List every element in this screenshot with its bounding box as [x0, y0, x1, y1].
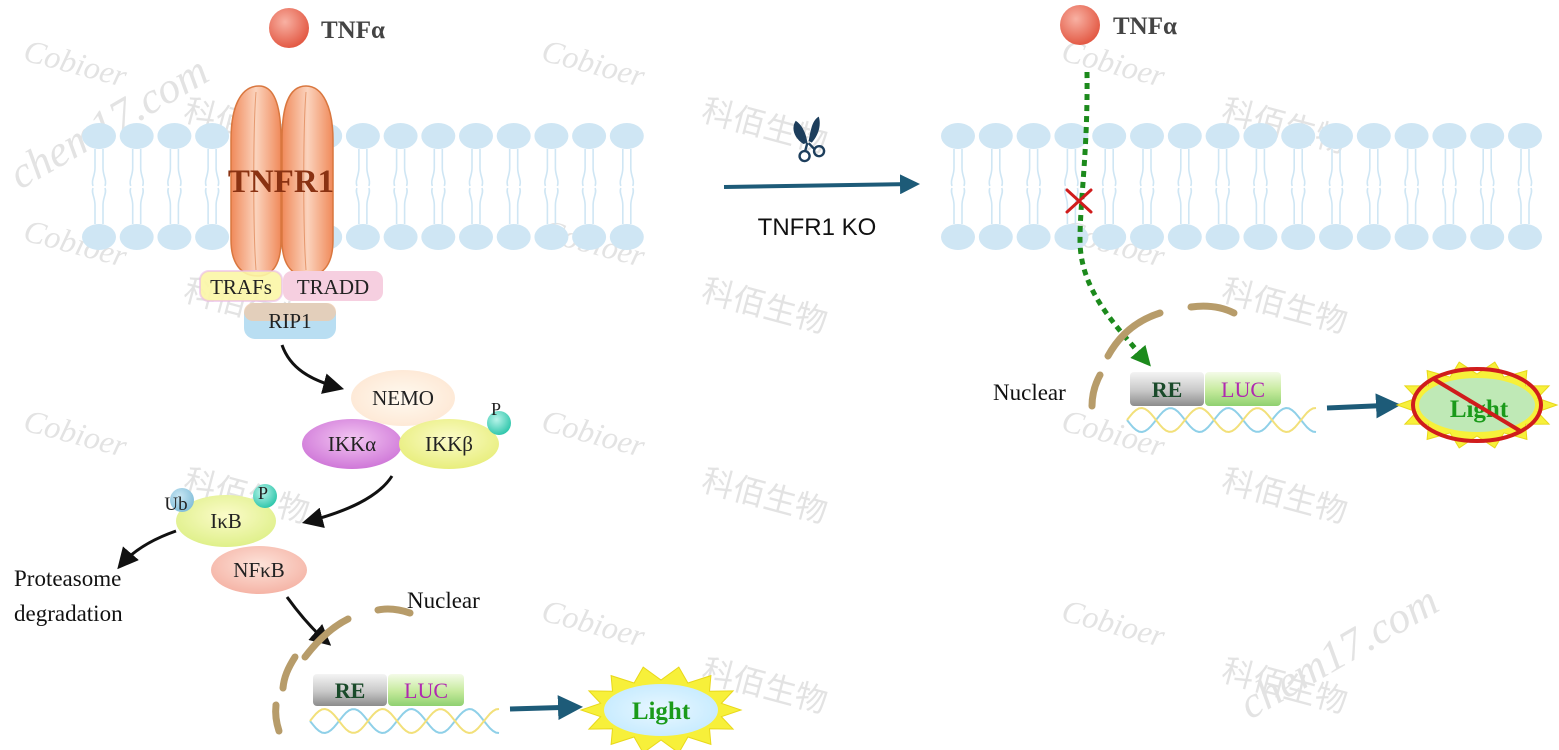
ikk-complex: NEMO IKKα IKKβ P [302, 370, 511, 469]
light-label-left: Light [632, 698, 691, 725]
nuclear-envelope-right [1088, 302, 1238, 410]
proteasome-label-line1: Proteasome [14, 566, 121, 591]
watermark-brand: Cobioer [20, 402, 131, 464]
phospho-ikb-icon [253, 484, 277, 508]
arrow-to-light-left [509, 695, 583, 721]
ko-transition-label: TNFR1 KO [758, 214, 877, 241]
ikb-label: IκB [210, 509, 242, 533]
watermark-cn: 科佰生物 [698, 462, 831, 530]
phospho-ikk-label: P [491, 399, 501, 419]
ko-transition-arrow [723, 174, 920, 195]
nuclear-envelope-left [272, 605, 414, 735]
watermark-cn: 科佰生物 [1218, 272, 1351, 340]
nfkb-label: NFκB [233, 558, 284, 582]
arrow-to-light-right [1326, 393, 1401, 419]
rip1-label: RIP1 [268, 309, 311, 333]
light-burst-right: Light [1395, 361, 1559, 449]
luc-box-right [1205, 372, 1281, 406]
ikk-alpha-ellipse [302, 419, 402, 469]
tnf-alpha-ligand-icon-right [1060, 5, 1100, 45]
re-label-right: RE [1152, 377, 1183, 402]
arrow-ikb-to-proteasome [117, 529, 177, 570]
nemo-ellipse [351, 370, 455, 426]
tradd-label: TRADD [297, 275, 369, 299]
watermark-brand: Cobioer [538, 592, 649, 654]
re-box-right [1130, 372, 1204, 406]
luc-label-right: LUC [1221, 377, 1265, 402]
tnfr1-receptor: TNFR1 [228, 85, 334, 277]
tradd-box [283, 271, 383, 301]
tnf-alpha-label: TNFα [321, 17, 385, 44]
arrow-ikk-to-ikb [301, 475, 394, 528]
cell-membrane-left [82, 123, 644, 250]
trafs-box [200, 271, 282, 301]
blocked-cross-icon [1065, 188, 1093, 214]
ikb-nfkb-complex: IκB Ub P NFκB [164, 483, 307, 594]
right-panel: TNFα Nuclear RE LUC Light [993, 5, 1559, 449]
tnf-alpha-label-right: TNFα [1113, 13, 1177, 40]
re-label-left: RE [335, 678, 366, 703]
phospho-ikb-label: P [258, 483, 268, 503]
watermark-brand: Cobioer [538, 32, 649, 94]
reporter-construct-right: RE LUC [1126, 372, 1317, 434]
luc-label-left: LUC [404, 678, 448, 703]
ikk-beta-ellipse [399, 419, 499, 469]
reporter-construct-left: RE LUC [309, 674, 500, 735]
left-panel: TNFα TNFR1 TRAFs TRADD RIP1 NEMO [14, 8, 743, 750]
watermark-brand: Cobioer [538, 402, 649, 464]
cell-membrane-right [941, 123, 1542, 250]
trafs-label: TRAFs [210, 275, 272, 299]
nuclear-label-left: Nuclear [407, 588, 480, 613]
watermark-brand: Cobioer [1058, 402, 1169, 464]
no-sign-icon [1411, 367, 1543, 443]
ubiquitin-label: Ub [164, 494, 187, 515]
nuclear-label-right: Nuclear [993, 380, 1066, 405]
tnfr1-label: TNFR1 [228, 164, 334, 200]
watermark-brand: Cobioer [20, 212, 131, 274]
arrow-rip1-to-nemo [280, 344, 345, 394]
watermark-brand: Cobioer [20, 32, 131, 94]
ikb-ellipse [176, 495, 276, 547]
nemo-label: NEMO [372, 386, 434, 410]
re-box-left [313, 674, 387, 706]
adaptor-complex: TRAFs TRADD RIP1 [199, 270, 383, 339]
ubiquitin-icon [170, 488, 194, 512]
watermark-cn: 科佰生物 [1218, 462, 1351, 530]
scissors-icon [793, 116, 826, 163]
nfkb-ellipse [211, 546, 307, 594]
watermark-brand: Cobioer [1058, 592, 1169, 654]
ikk-beta-label: IKKβ [425, 432, 473, 456]
watermark-cn: 科佰生物 [698, 272, 831, 340]
tnf-alpha-ligand-icon [269, 8, 309, 48]
light-burst-left: Light [579, 666, 743, 750]
ikk-alpha-label: IKKα [328, 432, 376, 456]
tnf-signal-path-blocked [1077, 71, 1151, 367]
watermark-cn: 科佰生物 [698, 92, 831, 160]
luc-box-left [388, 674, 464, 706]
transition: TNFR1 KO [723, 116, 920, 241]
proteasome-label-line2: degradation [14, 601, 123, 626]
phospho-ikk-icon [487, 411, 511, 435]
